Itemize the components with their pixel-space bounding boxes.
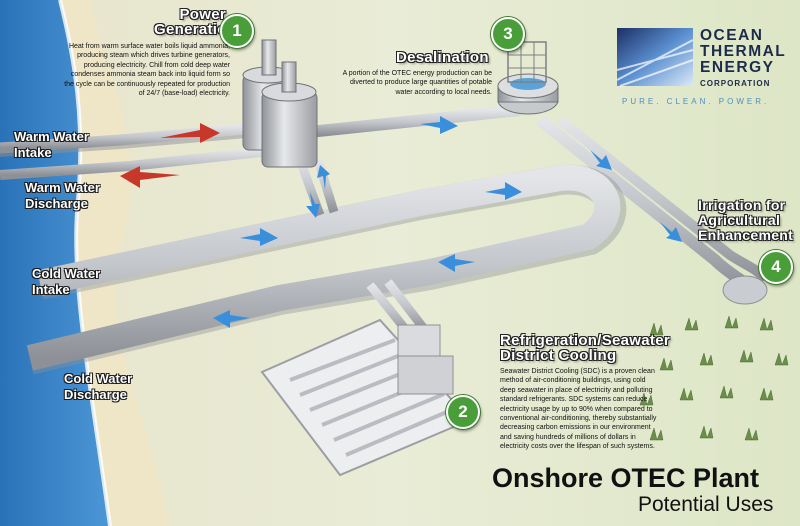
plants	[639, 315, 789, 441]
cooling-slab	[260, 318, 472, 477]
label-cold-discharge-line1: Cold Water	[64, 371, 133, 386]
badge-1: 1	[220, 14, 254, 48]
warm-pipes	[0, 120, 287, 180]
cold-loop	[26, 164, 627, 375]
logo-line3: ENERGY	[700, 59, 775, 76]
irrigation-heading: Irrigation for Agricultural Enhancement	[698, 198, 793, 243]
label-warm-intake-line2: Intake	[14, 145, 52, 160]
irrigation-heading-line1: Irrigation for	[698, 197, 786, 213]
irrigation-heading-line2: Agricultural	[698, 212, 781, 228]
desal-heading: Desalination	[396, 49, 489, 66]
label-cold-discharge-line2: Discharge	[64, 387, 127, 402]
label-warm-intake: Warm Water Intake	[14, 129, 89, 161]
label-cold-intake-line2: Intake	[32, 282, 70, 297]
label-warm-discharge-line1: Warm Water	[25, 180, 100, 195]
warm-intake-arrow	[160, 123, 220, 143]
badge-3: 3	[491, 17, 525, 51]
power-text: Heat from warm surface water boils liqui…	[64, 43, 230, 98]
surf-line	[58, 0, 112, 526]
logo-line1: OCEAN	[700, 27, 764, 44]
desal-pipe	[279, 104, 521, 141]
power-tanks	[242, 39, 318, 168]
subtitle: Potential Uses	[638, 493, 774, 516]
logo-line4: CORPORATION	[700, 79, 771, 88]
warm-discharge-arrow	[120, 166, 180, 188]
power-heading: Power Generation	[154, 6, 237, 38]
ocean-thermal-logo	[616, 28, 694, 87]
logo-tagline: PURE. CLEAN. POWER.	[622, 97, 770, 106]
label-warm-discharge-line2: Discharge	[25, 196, 88, 211]
desal-text: A portion of the OTEC energy production …	[342, 70, 492, 96]
desal-unit	[497, 41, 559, 115]
logo-line2: THERMAL	[700, 43, 787, 60]
label-warm-intake-line1: Warm Water	[14, 129, 89, 144]
logo-text: OCEAN THERMAL ENERGY CORPORATION	[700, 28, 786, 92]
cooling-heading: Refrigeration/Seawater District Cooling	[500, 333, 670, 363]
power-heading-line1: Power	[179, 6, 226, 23]
label-warm-discharge: Warm Water Discharge	[25, 180, 100, 212]
ocean	[0, 0, 110, 526]
label-cold-discharge: Cold Water Discharge	[64, 371, 132, 403]
label-cold-intake-line1: Cold Water	[32, 266, 101, 281]
label-cold-intake: Cold Water Intake	[32, 266, 100, 298]
power-heading-line2: Generation	[154, 21, 237, 38]
cooling-text: Seawater District Cooling (SDC) is a pro…	[500, 368, 657, 451]
flow-arrows	[120, 116, 682, 328]
badge-2: 2	[446, 395, 480, 429]
cooling-heading-line2: District Cooling	[500, 347, 617, 364]
badge-4: 4	[759, 250, 793, 284]
main-title: Onshore OTEC Plant	[492, 463, 760, 493]
irrigation-heading-line3: Enhancement	[698, 227, 794, 243]
cooling-heading-line1: Refrigeration/Seawater	[500, 332, 670, 349]
